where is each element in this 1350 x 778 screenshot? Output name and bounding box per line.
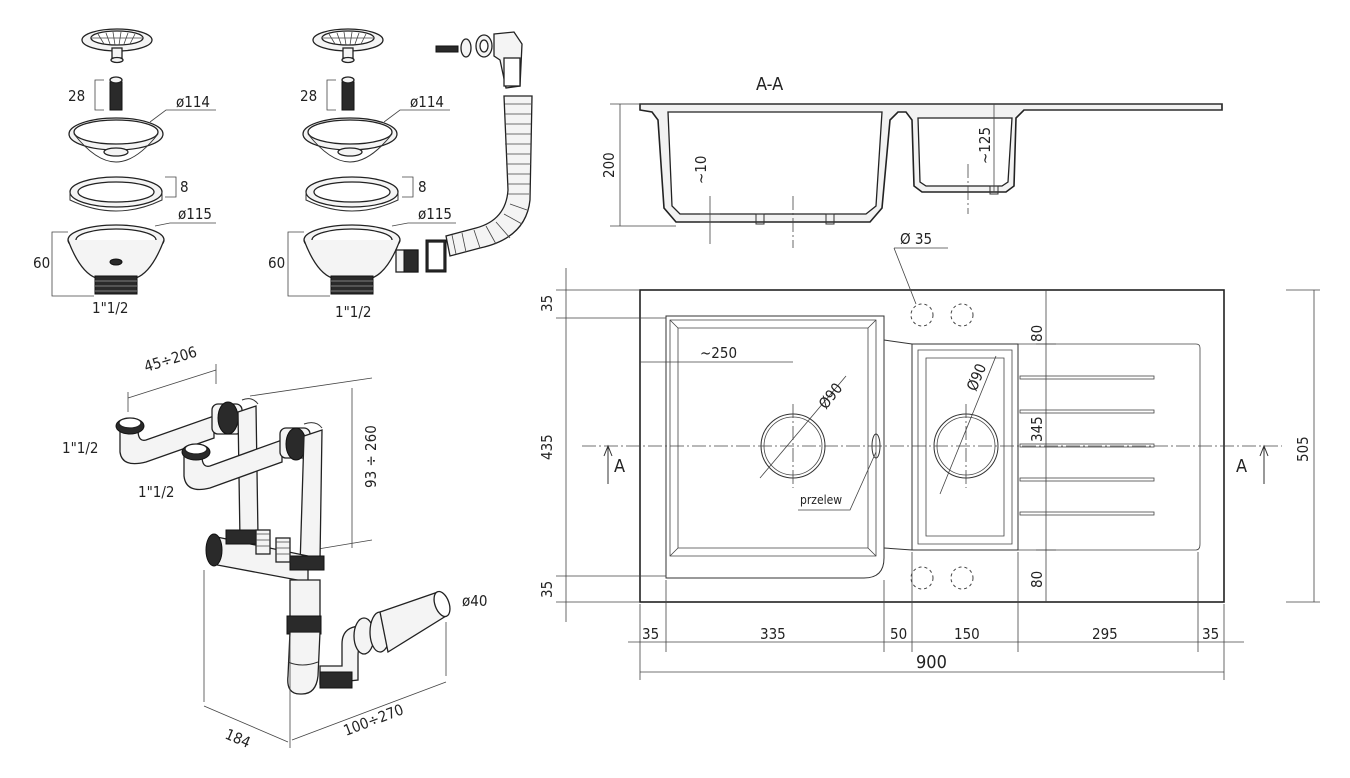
width-segment: 35 (1202, 625, 1219, 643)
thread-size: 1"1/2 (92, 299, 129, 317)
width-segment: 150 (954, 625, 980, 643)
gasket-ring (305, 176, 399, 212)
width-segment: 50 (890, 625, 907, 643)
drainboard-ribs (1019, 375, 1155, 516)
basket-strainer (81, 28, 153, 64)
dim-body-height: 60 (33, 254, 50, 272)
dim-height-range: 93 ÷ 260 (362, 425, 380, 488)
dim-gasket-height: 8 (180, 178, 189, 196)
dim-reach: 100÷270 (341, 700, 406, 739)
dim-ring-diameter: ø114 (176, 93, 210, 111)
dim-drain-offset: ~250 (700, 344, 737, 362)
dim-depth: 184 (222, 725, 253, 752)
dim-small-depth: ~125 (976, 127, 994, 164)
dim-inner-height: 435 (538, 434, 556, 460)
dim-top-margin: 35 (538, 295, 556, 312)
dim-screw-length: 28 (300, 87, 317, 105)
dim-hole-offset-bottom: 80 (1028, 571, 1046, 588)
gasket-ring (69, 176, 163, 212)
basket-strainer (312, 28, 384, 64)
dim-body-height: 60 (268, 254, 285, 272)
overall-width: 900 (916, 652, 947, 673)
strainer-assembly-left: 28 ø114 8 ø115 60 1"1/2 (33, 28, 216, 317)
thread-size: 1"1/2 (335, 303, 372, 321)
dim-outlet-diameter: ø40 (462, 592, 487, 610)
flange-ring (68, 117, 164, 163)
width-segment: 35 (642, 625, 659, 643)
tap-hole (910, 303, 934, 327)
dim-small-bowl-height: 345 (1028, 416, 1046, 442)
thread-lower: 1"1/2 (138, 483, 175, 501)
screw-part (341, 76, 355, 111)
dim-hole-offset-top: 80 (1028, 325, 1046, 342)
width-segment: 295 (1092, 625, 1118, 643)
thread-upper: 1"1/2 (62, 439, 99, 457)
overflow-hose (425, 95, 533, 273)
strainer-assembly-right: 28 ø114 8 ø115 60 1"1/2 (268, 28, 533, 321)
screw-part (109, 76, 123, 111)
width-segment: 335 (760, 625, 786, 643)
section-view: A-A 200 ~10 ~125 (600, 74, 1223, 248)
overflow-fitting (435, 31, 523, 89)
double-bowl-siphon: 45÷206 93 ÷ 260 1"1/2 1"1/2 (62, 343, 487, 752)
section-title: A-A (756, 74, 783, 95)
dim-spacing: 45÷206 (142, 343, 199, 376)
section-marker-right: A (1236, 456, 1247, 477)
dim-body-diameter: ø115 (178, 205, 212, 223)
dim-overall-height: 505 (1294, 436, 1312, 462)
dim-bottom-margin: 35 (538, 581, 556, 598)
dim-total-depth: 200 (600, 152, 618, 178)
tap-hole (910, 566, 934, 590)
tap-hole (950, 303, 974, 327)
flange-ring (302, 117, 398, 163)
dim-ring-diameter: ø114 (410, 93, 444, 111)
tap-hole (950, 566, 974, 590)
dim-body-diameter: ø115 (418, 205, 452, 223)
dim-tap-hole: Ø 35 (900, 230, 932, 248)
overflow-label: przelew (800, 493, 842, 507)
dim-gasket-height: 8 (418, 178, 427, 196)
plan-view: Ø 35 Ø90 Ø90 przelew ~250 A A 35 435 35 … (538, 230, 1320, 680)
strainer-body (303, 224, 419, 295)
section-marker-left: A (614, 456, 625, 477)
strainer-body (67, 224, 165, 295)
dim-screw-length: 28 (68, 87, 85, 105)
dim-bottom-offset: ~10 (692, 156, 710, 184)
